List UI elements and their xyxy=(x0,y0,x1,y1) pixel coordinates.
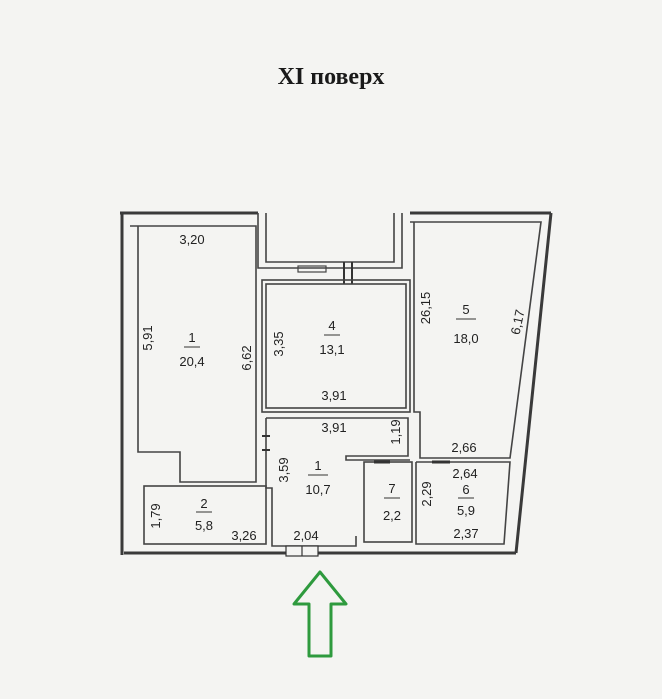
room-4-area: 13,1 xyxy=(319,342,344,357)
room-1-walls xyxy=(262,417,410,547)
room-3-walls xyxy=(130,225,257,483)
dim-5-91: 5,91 xyxy=(140,325,155,350)
room-5-label: 5 18,0 xyxy=(453,302,478,346)
balcony-walls xyxy=(257,213,403,284)
dim-1-79: 1,79 xyxy=(148,503,163,528)
room-2-walls xyxy=(143,485,267,545)
floor-title: XI поверх xyxy=(277,64,385,90)
room-6-walls xyxy=(415,460,511,545)
dim-6-17: 6,17 xyxy=(508,308,528,336)
dim-6-62: 6,62 xyxy=(239,345,254,370)
entrance-door xyxy=(285,545,319,557)
dim-2-29: 2,29 xyxy=(419,481,434,506)
room-5-walls xyxy=(410,221,542,459)
room-4-walls xyxy=(261,279,411,413)
room-6-area: 5,9 xyxy=(457,503,475,518)
dimension-labels: 3,20 5,91 6,62 3,35 3,91 3,91 26,15 6,17… xyxy=(140,232,528,543)
room-3-label: 1 20,4 xyxy=(179,330,204,369)
arrow-up-icon xyxy=(292,570,348,658)
dim-3-91-top: 3,91 xyxy=(321,388,346,403)
room-1-label: 1 10,7 xyxy=(305,458,330,497)
dim-2-66: 2,66 xyxy=(451,440,476,455)
outer-walls xyxy=(120,211,553,555)
room-1-area: 10,7 xyxy=(305,482,330,497)
dim-26-15: 26,15 xyxy=(418,292,433,325)
room-7-number: 7 xyxy=(388,481,395,496)
dim-3-26: 3,26 xyxy=(231,528,256,543)
room-4-number: 4 xyxy=(328,318,335,333)
dim-2-04: 2,04 xyxy=(293,528,318,543)
room-2-area: 5,8 xyxy=(195,518,213,533)
room-7-walls xyxy=(363,460,413,543)
room-1-number: 1 xyxy=(314,458,321,473)
dim-2-64: 2,64 xyxy=(452,466,477,481)
room-3-number: 1 xyxy=(188,330,195,345)
dim-3-35: 3,35 xyxy=(271,331,286,356)
room-4-label: 4 13,1 xyxy=(319,318,344,357)
room-7-label: 7 2,2 xyxy=(383,481,401,523)
dim-3-91-bottom: 3,91 xyxy=(321,420,346,435)
room-2-label: 2 5,8 xyxy=(195,496,213,533)
room-6-label: 6 5,9 xyxy=(457,482,475,518)
room-5-area: 18,0 xyxy=(453,331,478,346)
room-7-area: 2,2 xyxy=(383,508,401,523)
dim-1-19: 1,19 xyxy=(388,419,403,444)
dim-2-37: 2,37 xyxy=(453,526,478,541)
room-2-number: 2 xyxy=(200,496,207,511)
room-6-number: 6 xyxy=(462,482,469,497)
room-3-area: 20,4 xyxy=(179,354,204,369)
room-5-number: 5 xyxy=(462,302,469,317)
dim-3-59: 3,59 xyxy=(276,457,291,482)
dim-3-20: 3,20 xyxy=(179,232,204,247)
